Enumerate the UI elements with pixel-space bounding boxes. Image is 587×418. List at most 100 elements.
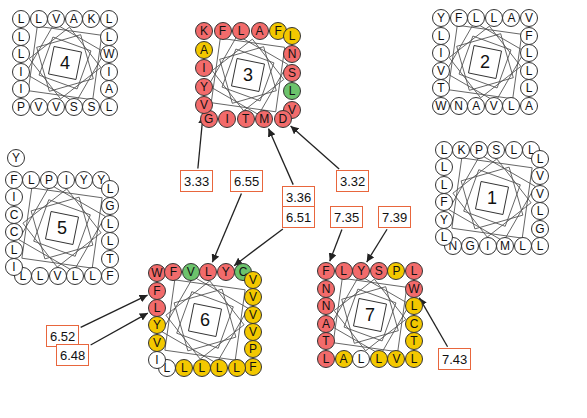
callout-number: 7.35 xyxy=(334,210,359,225)
residue-letter: T xyxy=(322,335,329,347)
residue-letter: A xyxy=(507,12,515,24)
residue-letter: Y xyxy=(12,152,20,164)
residue-letter: F xyxy=(106,270,113,282)
residue-circle: L xyxy=(30,10,48,28)
residue-circle: I xyxy=(100,63,118,81)
residue-circle: A xyxy=(502,9,520,27)
residue-circle: V xyxy=(520,9,538,27)
residue-letter: L xyxy=(107,235,114,247)
residue-circle: F xyxy=(214,22,232,40)
wheel-square xyxy=(37,35,94,92)
wheel-square xyxy=(22,188,102,268)
residue-circle: L xyxy=(100,28,118,46)
residue-circle: V xyxy=(195,96,213,114)
residue-circle: A xyxy=(100,80,118,98)
helix-wheel: 7FLYSPLWLCTLVLLALTANN xyxy=(314,259,426,371)
residue-letter: T xyxy=(437,82,444,94)
residue-circle: L xyxy=(12,28,30,46)
residue-letter: L xyxy=(411,265,418,277)
wheel-square xyxy=(23,189,101,267)
residue-circle: L xyxy=(502,97,520,115)
residue-circle: L xyxy=(435,176,453,194)
residue-circle: C xyxy=(405,315,423,333)
residue-letter: L xyxy=(438,30,445,42)
residue-letter: V xyxy=(249,291,257,303)
residue-circle: L xyxy=(232,22,250,40)
wheel-square xyxy=(29,27,101,99)
residue-circle: C xyxy=(5,206,23,224)
residue-letter: Y xyxy=(222,266,230,278)
residue-letter: Y xyxy=(357,265,365,277)
residue-letter: L xyxy=(205,266,212,278)
residue-circle: K xyxy=(195,22,213,40)
residue-letter: W xyxy=(103,48,114,60)
residue-letter: P xyxy=(45,174,53,186)
leader-arrow xyxy=(212,193,241,262)
residue-circle: L xyxy=(228,359,246,377)
residue-circle: P xyxy=(12,98,30,116)
residue-circle: F xyxy=(244,358,262,376)
residue-letter: G xyxy=(466,240,475,252)
residue-letter: L xyxy=(198,362,205,374)
wheel-square xyxy=(165,280,245,360)
callout-number: 6.48 xyxy=(60,348,85,363)
callout-box: 6.51 xyxy=(282,206,315,228)
wheel-square xyxy=(449,155,536,242)
residue-circle: L xyxy=(405,262,423,280)
residue-letter: T xyxy=(242,113,249,125)
leader-arrow xyxy=(81,295,148,327)
residue-circle: V xyxy=(244,288,262,306)
residue-circle: V xyxy=(244,306,262,324)
residue-letter: V xyxy=(437,65,445,77)
residue-circle: K xyxy=(452,141,470,159)
leader-arrow xyxy=(291,126,340,169)
wheel-center xyxy=(475,181,508,214)
residue-letter: L xyxy=(106,31,113,43)
residue-letter: L xyxy=(490,12,497,24)
callout-number: 7.39 xyxy=(382,210,407,225)
residue-circle: P xyxy=(387,262,405,280)
leader-arrow xyxy=(268,129,293,185)
residue-circle: F xyxy=(164,263,182,281)
residue-circle: S xyxy=(65,98,83,116)
residue-circle: L xyxy=(100,10,118,28)
residue-circle: A xyxy=(317,315,335,333)
helix-wheel: 2YFLLAVFLLLALVANWTVIL xyxy=(429,6,541,118)
residue-letter: L xyxy=(216,362,223,374)
residue-circle: V xyxy=(531,167,549,185)
residue-circle: L xyxy=(531,202,549,220)
wheel-center xyxy=(48,46,81,79)
residue-circle: F xyxy=(317,262,335,280)
wheel-square xyxy=(461,167,523,229)
residue-circle: L xyxy=(22,171,40,189)
residue-circle: L xyxy=(193,359,211,377)
residue-letter: L xyxy=(441,144,448,156)
residue-letter: F xyxy=(322,265,329,277)
residue-letter: L xyxy=(441,179,448,191)
residue-letter: I xyxy=(12,191,15,203)
residue-circle: N xyxy=(317,280,335,298)
residue-letter: L xyxy=(358,353,365,365)
residue-letter: V xyxy=(249,274,257,286)
wheel-square xyxy=(453,159,531,237)
residue-circle: L xyxy=(12,45,30,63)
residue-letter: Y xyxy=(153,319,161,331)
residue-letter: C xyxy=(10,226,19,238)
residue-circle: L xyxy=(101,232,119,250)
residue-circle: M xyxy=(255,110,273,128)
wheel-square xyxy=(177,292,234,349)
residue-letter: L xyxy=(537,240,544,252)
residue-circle: I xyxy=(218,110,236,128)
wheel-square xyxy=(166,281,244,359)
callout-number: 3.33 xyxy=(184,174,209,189)
residue-letter: L xyxy=(508,100,515,112)
residue-letter: L xyxy=(107,218,114,230)
residue-letter: L xyxy=(106,101,113,113)
residue-letter: P xyxy=(475,144,483,156)
residue-letter: L xyxy=(35,13,42,25)
residue-circle: P xyxy=(244,340,262,358)
residue-letter: V xyxy=(35,101,43,113)
residue-circle: V xyxy=(387,350,405,368)
residue-letter: A xyxy=(322,318,330,330)
residue-letter: F xyxy=(219,25,226,37)
